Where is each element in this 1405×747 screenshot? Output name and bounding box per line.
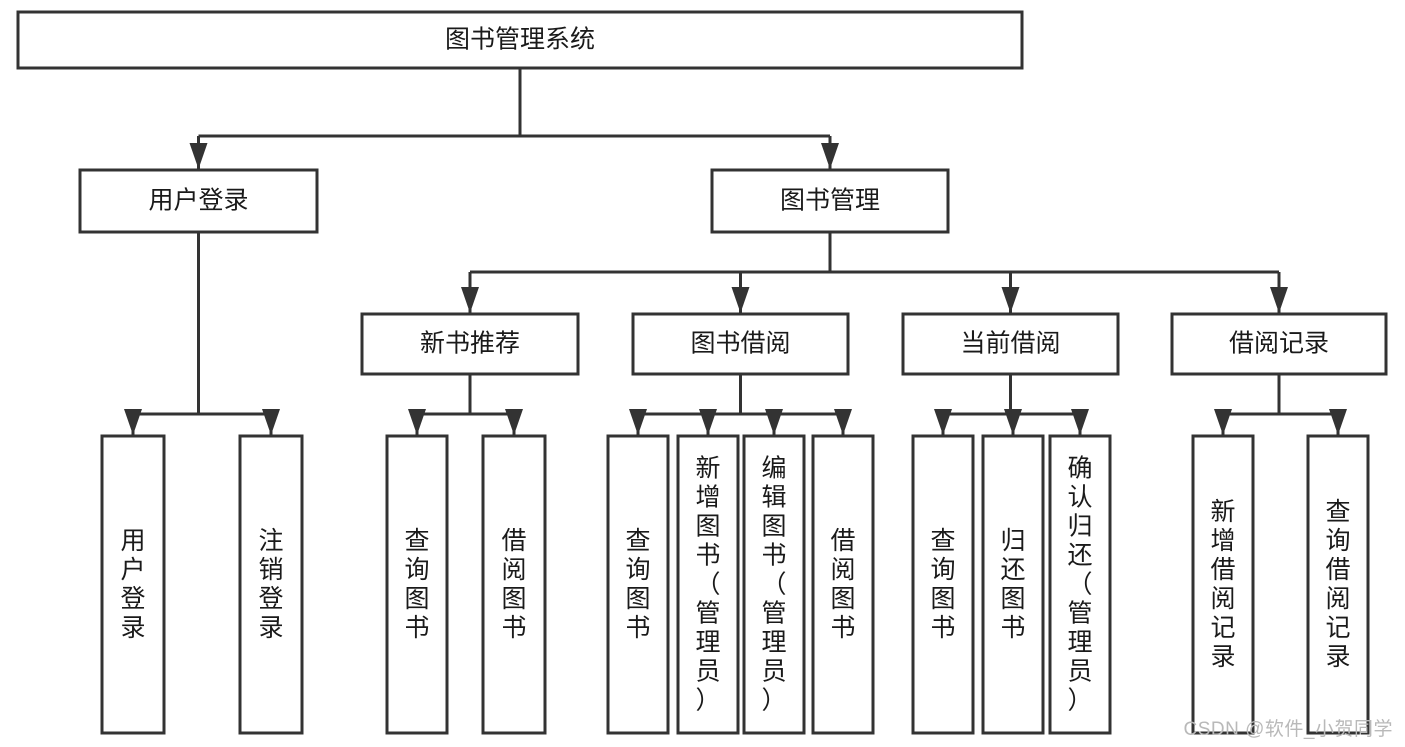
node-label: 图书管理系统 xyxy=(445,26,595,54)
node-layer: 图书管理系统用户登录图书管理新书推荐图书借阅当前借阅借阅记录用户登录注销登录查询… xyxy=(16,10,1388,735)
node-box xyxy=(238,434,304,735)
arrow-down-icon xyxy=(934,409,952,435)
arrow-down-icon xyxy=(1329,409,1347,435)
node-label: 查询图书 xyxy=(625,527,650,642)
node-label: 用户登录 xyxy=(120,527,145,642)
arrow-down-icon xyxy=(834,409,852,435)
node-label: 编辑图书（管理员） xyxy=(761,455,786,715)
arrow-down-icon xyxy=(1004,409,1022,435)
node-leaf-11[interactable]: 新增借阅记录 xyxy=(1191,434,1255,735)
node-level3-0[interactable]: 新书推荐 xyxy=(360,312,580,376)
arrow-down-icon xyxy=(1071,409,1089,435)
node-level3-2[interactable]: 当前借阅 xyxy=(901,312,1120,376)
node-leaf-9[interactable]: 归还图书 xyxy=(981,434,1045,735)
node-leaf-7[interactable]: 借阅图书 xyxy=(811,434,875,735)
node-box xyxy=(811,434,875,735)
node-level2-1[interactable]: 图书管理 xyxy=(710,168,950,234)
arrow-down-icon xyxy=(821,143,839,169)
node-box xyxy=(742,434,806,735)
node-level2-0[interactable]: 用户登录 xyxy=(78,168,319,234)
node-box xyxy=(710,168,950,234)
node-box xyxy=(385,434,449,735)
arrow-down-icon xyxy=(262,409,280,435)
node-box xyxy=(16,10,1024,70)
node-box xyxy=(911,434,975,735)
node-label: 注销登录 xyxy=(258,527,283,642)
node-leaf-2[interactable]: 查询图书 xyxy=(385,434,449,735)
node-leaf-1[interactable]: 注销登录 xyxy=(238,434,304,735)
arrow-down-icon xyxy=(408,409,426,435)
node-label: 查询图书 xyxy=(930,527,955,642)
node-label: 查询图书 xyxy=(404,527,429,642)
node-label: 新书推荐 xyxy=(420,330,520,358)
node-box xyxy=(676,434,740,735)
node-box xyxy=(360,312,580,376)
node-box xyxy=(1170,312,1388,376)
arrow-down-icon xyxy=(1214,409,1232,435)
node-leaf-6[interactable]: 编辑图书（管理员） xyxy=(742,434,806,735)
connector-layer xyxy=(124,68,1347,435)
node-leaf-0[interactable]: 用户登录 xyxy=(100,434,166,735)
node-label: 确认归还（管理员） xyxy=(1067,455,1092,715)
arrow-down-icon xyxy=(765,409,783,435)
node-leaf-5[interactable]: 新增图书（管理员） xyxy=(676,434,740,735)
node-leaf-10[interactable]: 确认归还（管理员） xyxy=(1048,434,1112,735)
arrow-down-icon xyxy=(189,143,208,169)
arrow-down-icon xyxy=(1001,287,1020,313)
node-box xyxy=(606,434,670,735)
node-leaf-12[interactable]: 查询借阅记录 xyxy=(1306,434,1370,735)
node-leaf-4[interactable]: 查询图书 xyxy=(606,434,670,735)
node-label: 用户登录 xyxy=(148,187,248,215)
arrow-down-icon xyxy=(124,409,142,435)
node-label: 图书管理 xyxy=(780,187,880,215)
node-label: 归还图书 xyxy=(1000,527,1025,642)
arrow-down-icon xyxy=(731,287,750,313)
node-leaf-8[interactable]: 查询图书 xyxy=(911,434,975,735)
node-label: 借阅记录 xyxy=(1229,330,1329,358)
node-label: 借阅图书 xyxy=(830,527,855,642)
node-box xyxy=(1048,434,1112,735)
node-box xyxy=(78,168,319,234)
node-label: 新增图书（管理员） xyxy=(695,455,720,715)
node-box xyxy=(631,312,850,376)
node-box xyxy=(100,434,166,735)
node-box xyxy=(901,312,1120,376)
node-label: 新增借阅记录 xyxy=(1210,498,1235,671)
arrow-down-icon xyxy=(461,287,479,313)
node-box xyxy=(1306,434,1370,735)
node-label: 当前借阅 xyxy=(960,330,1060,358)
node-label: 查询借阅记录 xyxy=(1325,498,1350,671)
arrow-down-icon xyxy=(1270,287,1288,313)
node-box xyxy=(481,434,547,735)
node-label: 借阅图书 xyxy=(501,527,526,642)
node-label: 图书借阅 xyxy=(690,330,790,358)
node-box xyxy=(1191,434,1255,735)
arrow-down-icon xyxy=(505,409,523,435)
node-box xyxy=(981,434,1045,735)
arrow-down-icon xyxy=(699,409,717,435)
node-level3-1[interactable]: 图书借阅 xyxy=(631,312,850,376)
node-root-0[interactable]: 图书管理系统 xyxy=(16,10,1024,70)
node-leaf-3[interactable]: 借阅图书 xyxy=(481,434,547,735)
arrow-down-icon xyxy=(629,409,647,435)
node-level3-3[interactable]: 借阅记录 xyxy=(1170,312,1388,376)
